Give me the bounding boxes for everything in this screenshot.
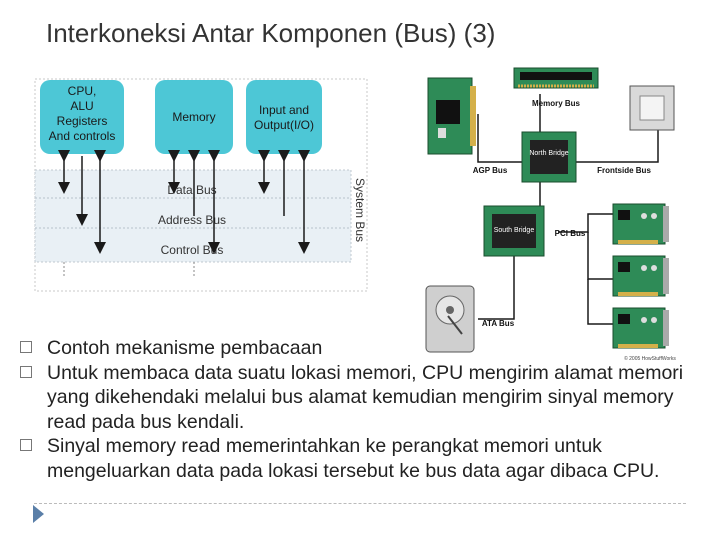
- bullet-item: Sinyal memory read memerintahkan ke pera…: [20, 434, 690, 483]
- north-bridge-chip: [521, 131, 577, 183]
- north-bridge-label: North Bridge: [529, 150, 568, 157]
- cpu-label-1: CPU,: [68, 84, 97, 98]
- south-bridge-label: South Bridge: [494, 227, 535, 234]
- pci-card-icon: [612, 307, 669, 349]
- cpu-chip-icon: [629, 85, 675, 131]
- bullet-text: Contoh mekanisme pembacaan: [47, 337, 323, 359]
- bullet-box-icon: [20, 341, 32, 353]
- system-bus-diagram: CPU, ALU Registers And controls Memory I…: [34, 78, 368, 292]
- hard-drive-icon: [425, 285, 475, 353]
- bullet-item: Untuk membaca data suatu lokasi memori, …: [20, 361, 690, 435]
- memory-module-icon: [513, 67, 599, 89]
- slide-title: Interkoneksi Antar Komponen (Bus) (3): [46, 18, 496, 48]
- bullet-text: Untuk membaca data suatu lokasi memori, …: [47, 361, 684, 433]
- io-label-1: Input and: [259, 103, 309, 117]
- ata-bus-label: ATA Bus: [482, 319, 515, 328]
- cpu-label-2: ALU: [70, 99, 93, 113]
- south-bridge-chip: [483, 205, 545, 257]
- system-bus-side-label: System Bus: [353, 178, 367, 242]
- bullet-box-icon: [20, 439, 32, 451]
- io-box: [246, 80, 322, 154]
- bullet-text: Sinyal memory read memerintahkan ke pera…: [47, 435, 660, 482]
- cpu-box: [40, 80, 124, 154]
- memory-label: Memory: [172, 110, 215, 124]
- motherboard-bus-diagram: Memory Bus AGP Bus Frontside Bus North B…: [425, 67, 676, 362]
- agp-bus-label: AGP Bus: [473, 166, 508, 175]
- slide-arrow-icon: [33, 505, 44, 523]
- control-bus-label: Control Bus: [161, 243, 224, 257]
- bullet-box-icon: [20, 365, 32, 378]
- pci-bus-label: PCI Bus: [555, 229, 586, 238]
- frontside-bus-label: Frontside Bus: [597, 166, 651, 175]
- address-bus-label: Address Bus: [158, 213, 226, 227]
- pci-card-icon: [612, 203, 669, 245]
- bullet-item: Contoh mekanisme pembacaan: [20, 336, 690, 361]
- memory-bus-label: Memory Bus: [532, 99, 581, 108]
- copyright-label: © 2005 HowStuffWorks: [624, 355, 676, 362]
- footer-divider: [34, 503, 686, 504]
- pci-card-icon: [612, 255, 669, 297]
- cpu-label-3: Registers: [57, 114, 108, 128]
- cpu-label-4: And controls: [49, 129, 116, 143]
- memory-box: [155, 80, 233, 154]
- bullet-list: Contoh mekanisme pembacaan Untuk membaca…: [20, 336, 690, 483]
- agp-card-icon: [427, 77, 476, 155]
- io-label-2: Output(I/O): [254, 118, 314, 132]
